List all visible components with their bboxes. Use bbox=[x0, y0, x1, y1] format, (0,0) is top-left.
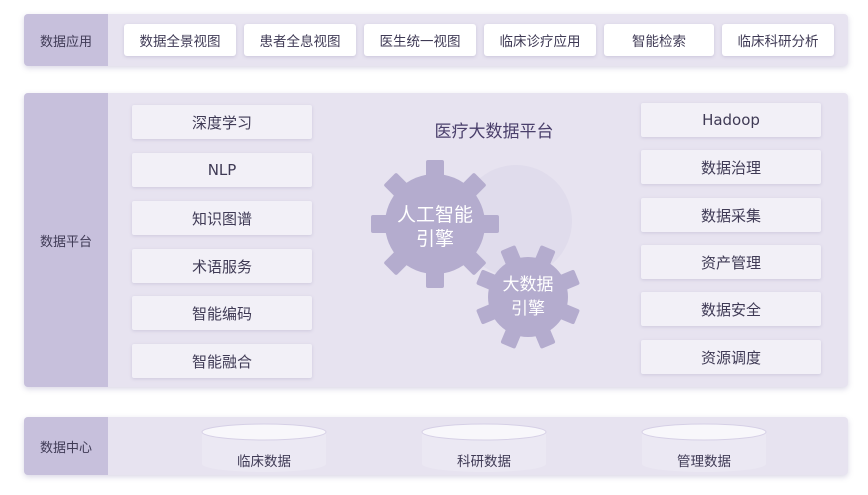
right-item-data-security[interactable]: 数据安全 bbox=[641, 292, 821, 326]
data-platform-band: 数据平台 深度学习 NLP 知识图谱 术语服务 智能编码 智能融合 医疗大数据平… bbox=[24, 93, 848, 387]
database-clinical[interactable]: 临床数据 bbox=[200, 422, 328, 472]
database-clinical-label: 临床数据 bbox=[237, 454, 291, 470]
database-icon bbox=[201, 423, 327, 472]
app-clinical-research-analysis[interactable]: 临床科研分析 bbox=[722, 24, 834, 56]
data-center-label: 数据中心 bbox=[24, 417, 108, 475]
app-clinical-diagnosis[interactable]: 临床诊疗应用 bbox=[484, 24, 596, 56]
right-item-resource-scheduling[interactable]: 资源调度 bbox=[641, 340, 821, 374]
right-item-data-governance[interactable]: 数据治理 bbox=[641, 150, 821, 184]
app-data-panorama-view[interactable]: 数据全景视图 bbox=[124, 24, 236, 56]
data-center-band: 数据中心 临床数据 科研数据 管理数据 bbox=[24, 417, 848, 475]
data-platform-label: 数据平台 bbox=[24, 93, 108, 387]
right-item-asset-management[interactable]: 资产管理 bbox=[641, 245, 821, 279]
database-icon bbox=[421, 423, 547, 472]
database-research[interactable]: 科研数据 bbox=[420, 422, 548, 472]
data-application-band: 数据应用 数据全景视图 患者全息视图 医生统一视图 临床诊疗应用 智能检索 临床… bbox=[24, 14, 848, 66]
bigdata-engine-label: 大数据 引擎 bbox=[488, 273, 568, 321]
database-management-label: 管理数据 bbox=[677, 454, 731, 470]
right-item-data-collection[interactable]: 数据采集 bbox=[641, 198, 821, 232]
ai-engine-line2: 引擎 bbox=[415, 228, 454, 250]
right-item-hadoop[interactable]: Hadoop bbox=[641, 103, 821, 137]
left-item-smart-coding[interactable]: 智能编码 bbox=[132, 296, 312, 330]
left-item-terminology-service[interactable]: 术语服务 bbox=[132, 249, 312, 283]
app-patient-holographic-view[interactable]: 患者全息视图 bbox=[244, 24, 356, 56]
app-doctor-unified-view[interactable]: 医生统一视图 bbox=[364, 24, 476, 56]
ai-engine-label: 人工智能 引擎 bbox=[390, 203, 480, 251]
bigdata-engine-line2: 引擎 bbox=[511, 299, 545, 319]
data-application-label: 数据应用 bbox=[24, 14, 108, 66]
left-item-knowledge-graph[interactable]: 知识图谱 bbox=[132, 201, 312, 235]
ai-engine-gear-icon bbox=[371, 160, 499, 288]
database-icon bbox=[641, 423, 767, 472]
ai-engine-line1: 人工智能 bbox=[396, 204, 473, 226]
bigdata-engine-line1: 大数据 bbox=[502, 275, 554, 295]
platform-title: 医疗大数据平台 bbox=[434, 122, 554, 142]
database-research-label: 科研数据 bbox=[457, 454, 511, 470]
bigdata-engine-gear-icon bbox=[476, 245, 580, 349]
left-item-nlp[interactable]: NLP bbox=[132, 153, 312, 187]
database-management[interactable]: 管理数据 bbox=[640, 422, 768, 472]
left-item-smart-fusion[interactable]: 智能融合 bbox=[132, 344, 312, 378]
app-smart-search[interactable]: 智能检索 bbox=[604, 24, 714, 56]
left-item-deep-learning[interactable]: 深度学习 bbox=[132, 105, 312, 139]
